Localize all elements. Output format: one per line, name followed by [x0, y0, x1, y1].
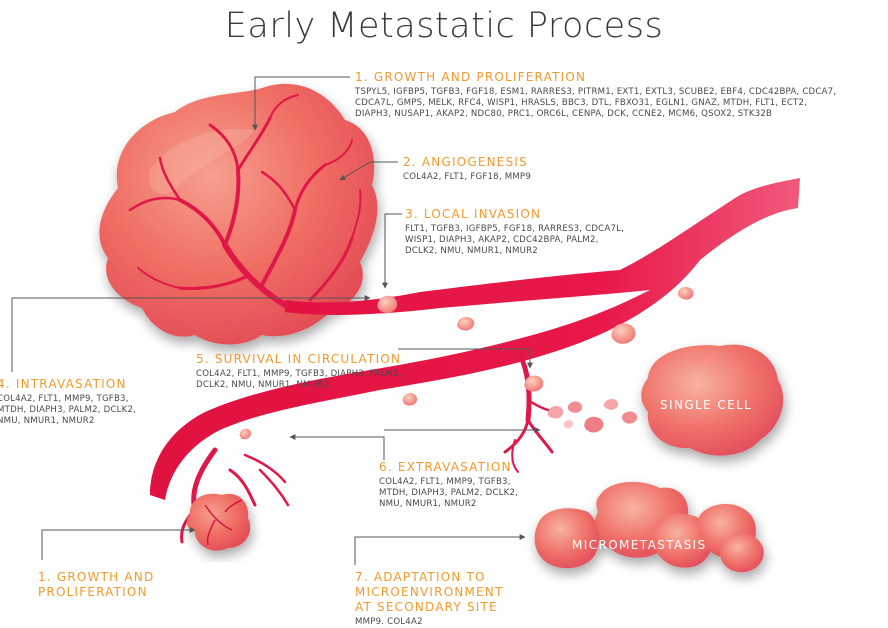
step-survival: 5. SURVIVAL IN CIRCULATION COL4A2, FLT1,… [196, 352, 496, 391]
secondary-tumor [187, 494, 251, 551]
extravasating-cell [584, 417, 603, 433]
micromet-cell [720, 534, 764, 573]
extravasating-cell [548, 406, 564, 418]
gene-line: DCLK2, NMU, NMUR1, NMUR2 [405, 246, 705, 257]
gene-line: COL4A2, FLT1, MMP9, TGFB3, DIAPH3, PALM2… [196, 369, 496, 380]
gene-line: TSPYL5, IGFBP5, TGFB3, FGF18, ESM1, RARR… [355, 87, 885, 98]
step-title: 3. LOCAL INVASION [405, 207, 705, 222]
leader-local-invasion [385, 214, 402, 288]
step-angiogenesis: 2. ANGIOGENESIS COL4A2, FLT1, FGF18, MMP… [403, 155, 703, 183]
leader-extravasation [290, 437, 384, 460]
extravasating-cells [548, 399, 637, 433]
step-title: 6. EXTRAVASATION [379, 460, 579, 475]
diagram-title: Early Metastatic Process [0, 6, 888, 46]
step-title: 1. GROWTH AND PROLIFERATION [38, 570, 238, 600]
gene-line: COL4A2, FLT1, MMP9, TGFB3, [0, 394, 187, 405]
gene-line: CDCA7L, GMPS, MELK, RFC4, WISP1, HRASLS,… [355, 98, 885, 109]
circulating-cell [240, 429, 252, 440]
circulating-cell [678, 287, 694, 300]
gene-line: MMP9. COL4A2 [355, 617, 575, 628]
title-line: MICROENVIRONMENT [355, 585, 575, 600]
step-adaptation: 7. ADAPTATION TO MICROENVIRONMENT AT SEC… [355, 570, 575, 628]
step-intravasation: 4. INTRAVASATION COL4A2, FLT1, MMP9, TGF… [0, 377, 187, 428]
step-genes: COL4A2, FLT1, MMP9, TGFB3, MTDH, DIAPH3,… [379, 477, 579, 511]
step-genes: TSPYL5, IGFBP5, TGFB3, FGF18, ESM1, RARR… [355, 87, 885, 121]
gene-line: COL4A2, FLT1, MMP9, TGFB3, [379, 477, 579, 488]
circulating-cell [457, 317, 474, 331]
step-title: 4. INTRAVASATION [0, 377, 187, 392]
micrometastasis-label: MICROMETASTASIS [572, 538, 707, 552]
step-genes: FLT1, TGFB3, IGFBP5, FGF18, RARRES3, CDC… [405, 224, 705, 258]
gene-line: DIAPH3, NUSAP1, AKAP2, NDC80, PRC1, ORC6… [355, 109, 885, 120]
step-genes: MMP9. COL4A2 [355, 617, 575, 628]
gene-line: COL4A2, FLT1, FGF18, MMP9 [403, 172, 703, 183]
gene-line: NMU, NMUR1, NMUR2 [0, 416, 187, 427]
step-growth-top: 1. GROWTH AND PROLIFERATION TSPYL5, IGFB… [355, 70, 885, 121]
gene-line: MTDH, DIAPH3, PALM2, DCLK2, [0, 405, 187, 416]
gene-line: FLT1, TGFB3, IGFBP5, FGF18, RARRES3, CDC… [405, 224, 705, 235]
step-genes: COL4A2, FLT1, MMP9, TGFB3, MTDH, DIAPH3,… [0, 394, 187, 428]
gene-line: MTDH, DIAPH3, PALM2, DCLK2, [379, 488, 579, 499]
leader-adaptation [355, 537, 525, 565]
extravasating-cell [564, 420, 574, 428]
step-extravasation: 6. EXTRAVASATION COL4A2, FLT1, MMP9, TGF… [379, 460, 579, 511]
step-title: 7. ADAPTATION TO MICROENVIRONMENT AT SEC… [355, 570, 575, 615]
title-line: PROLIFERATION [38, 585, 238, 600]
title-line: 1. GROWTH AND [38, 570, 238, 585]
extravasating-cell [568, 402, 582, 413]
step-title: 1. GROWTH AND PROLIFERATION [355, 70, 885, 85]
leader-growth-bottom [42, 530, 195, 560]
step-local-invasion: 3. LOCAL INVASION FLT1, TGFB3, IGFBP5, F… [405, 207, 705, 258]
circulating-cell [403, 393, 417, 405]
single-cell-label: SINGLE CELL [660, 398, 752, 412]
extravasating-cell [622, 412, 637, 424]
gene-line: DCLK2, NMU, NMUR1, NMUR2 [196, 380, 496, 391]
step-title: 5. SURVIVAL IN CIRCULATION [196, 352, 496, 367]
step-genes: COL4A2, FLT1, MMP9, TGFB3, DIAPH3, PALM2… [196, 369, 496, 391]
step-title: 2. ANGIOGENESIS [403, 155, 703, 170]
step-genes: COL4A2, FLT1, FGF18, MMP9 [403, 172, 703, 183]
extravasating-cell [604, 399, 618, 410]
step-growth-bottom: 1. GROWTH AND PROLIFERATION [38, 570, 238, 600]
gene-line: WISP1, DIAPH3, AKAP2, CDC42BPA, PALM2, [405, 235, 705, 246]
title-line: AT SECONDARY SITE [355, 600, 575, 615]
title-line: 7. ADAPTATION TO [355, 570, 575, 585]
gene-line: NMU, NMUR1, NMUR2 [379, 499, 579, 510]
